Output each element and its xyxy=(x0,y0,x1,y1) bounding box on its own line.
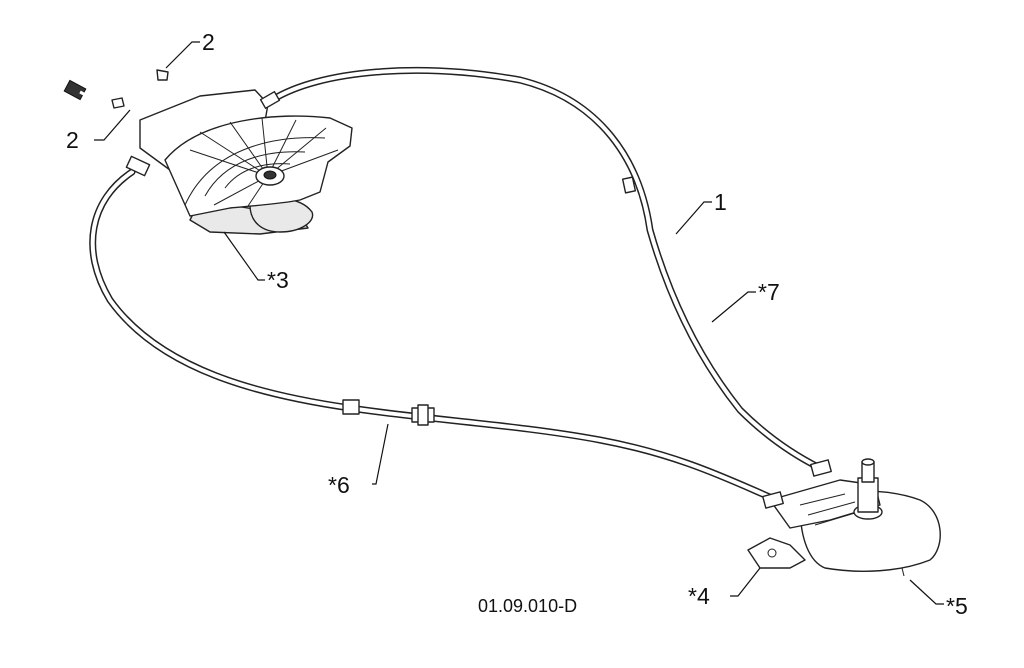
callout-2b: 2 xyxy=(66,127,79,153)
callout-6: *6 xyxy=(328,472,350,498)
drawing-code: 01.09.010-D xyxy=(478,596,577,616)
cable-6 xyxy=(89,168,776,502)
upper-control-assembly xyxy=(63,69,353,235)
callout-2a: 2 xyxy=(202,29,215,55)
callout-1: 1 xyxy=(714,189,727,215)
leader-lines xyxy=(94,41,944,605)
callout-4: *4 xyxy=(688,583,710,609)
callout-5: *5 xyxy=(946,593,968,619)
lower-base-assembly xyxy=(747,458,941,577)
callout-3: *3 xyxy=(267,267,289,293)
cable-7 xyxy=(268,66,824,472)
callout-7: *7 xyxy=(758,279,780,305)
